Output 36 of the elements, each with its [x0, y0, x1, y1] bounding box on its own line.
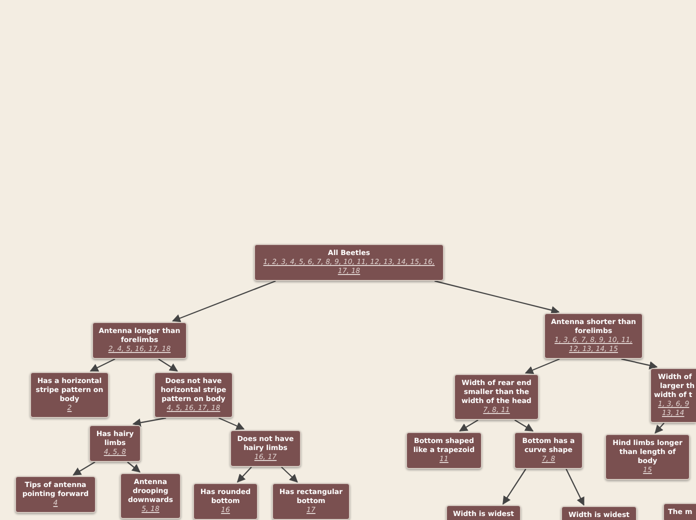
- arrow: [218, 417, 245, 430]
- topic-box: [120, 473, 181, 519]
- arrow: [72, 461, 96, 476]
- topic-box: [605, 434, 690, 480]
- topic-box: [230, 430, 301, 467]
- arrow: [654, 422, 665, 434]
- topic-box: [30, 372, 109, 418]
- arrow: [172, 280, 276, 322]
- topic-box: [650, 368, 696, 423]
- topic-box: [154, 372, 233, 418]
- arrow: [127, 462, 140, 473]
- arrow: [524, 358, 560, 374]
- arrow: [281, 466, 298, 483]
- topic-box: [89, 425, 141, 462]
- topic-box: [544, 313, 643, 359]
- topic-box: [663, 503, 696, 520]
- topic-box: [193, 483, 258, 520]
- topic-box: [254, 244, 444, 281]
- arrow: [434, 280, 560, 314]
- arrow: [132, 417, 166, 427]
- topic-box: [272, 483, 350, 520]
- arrow: [236, 466, 252, 483]
- topic-box: [561, 506, 637, 520]
- topic-box: [406, 432, 482, 469]
- arrow: [158, 358, 178, 372]
- arrow: [502, 468, 526, 505]
- topic-box: [514, 432, 583, 469]
- arrow: [90, 358, 116, 372]
- topic-box: [446, 505, 521, 520]
- arrow: [459, 419, 478, 432]
- arrow: [514, 419, 534, 432]
- topic-box: [15, 476, 96, 513]
- topic-box: [92, 322, 187, 359]
- topic-box: [454, 374, 539, 420]
- arrow: [566, 468, 584, 506]
- arrow: [621, 358, 658, 370]
